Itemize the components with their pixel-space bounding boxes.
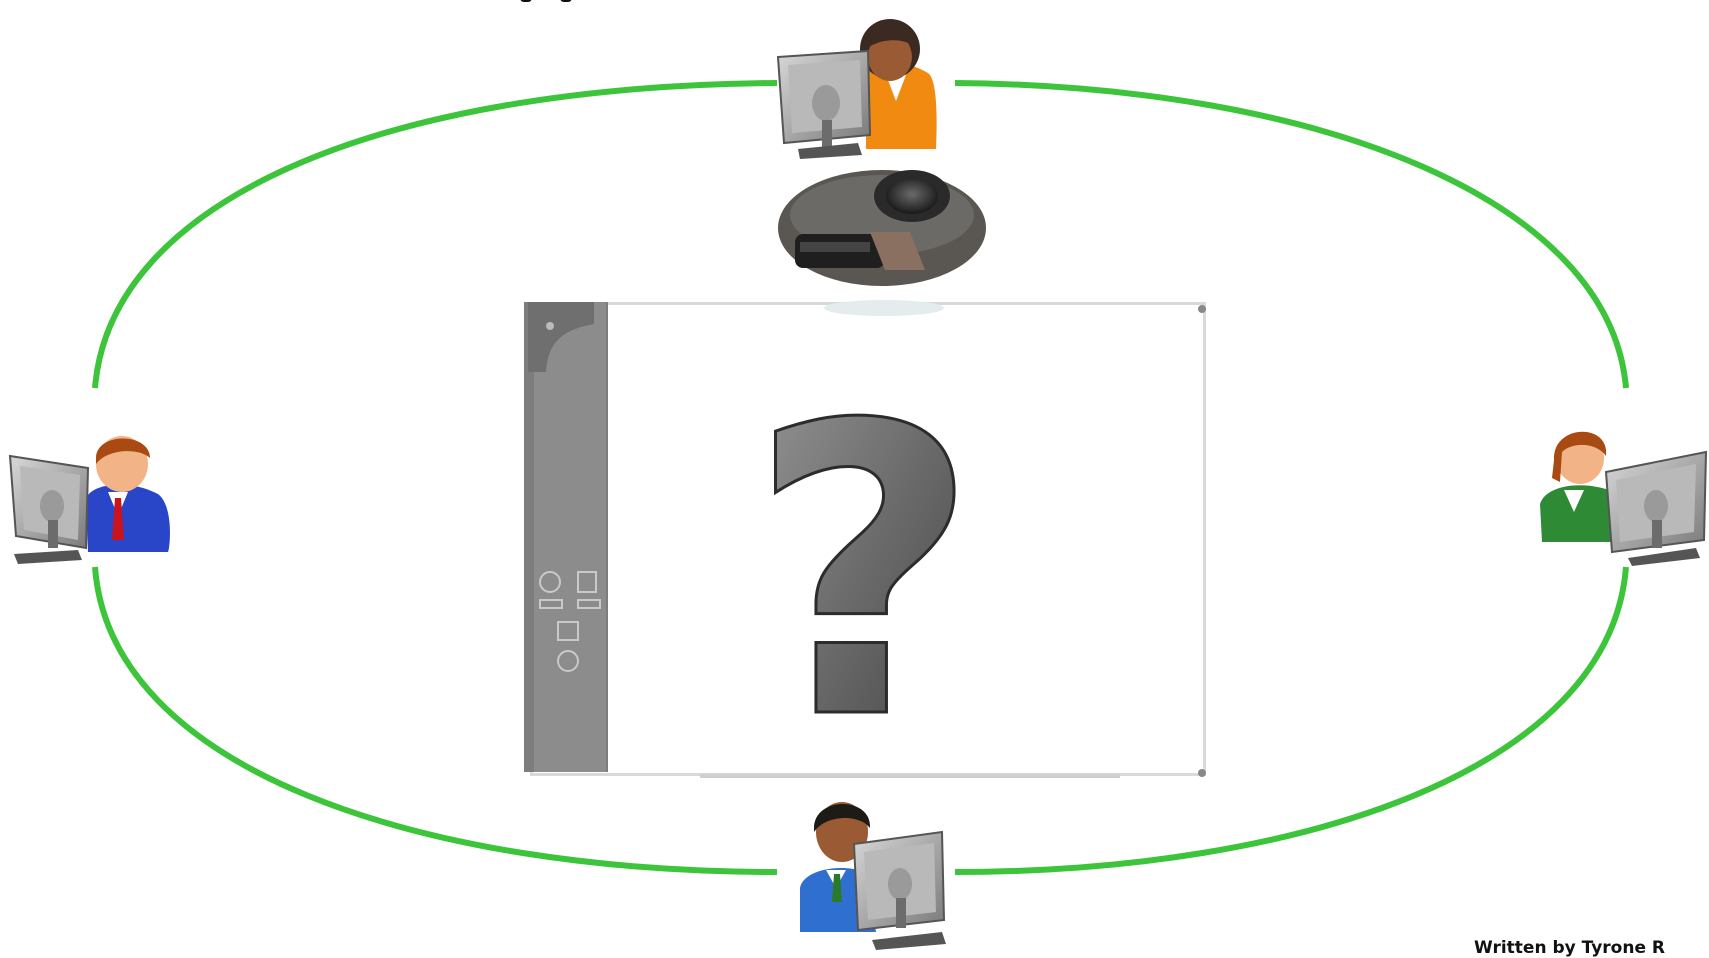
projector-icon [778,170,986,316]
computer-monitor-icon [10,456,88,564]
question-mark-icon: ? [748,342,980,807]
computer-monitor-icon [778,51,870,159]
person-avatar [1540,432,1616,542]
author-credit: Written by Tyrone R [1474,938,1665,958]
person-avatar [860,19,937,149]
computer-monitor-icon [1606,452,1706,566]
participant-right [1540,432,1706,566]
participant-top [778,19,937,159]
participant-bottom [800,802,946,950]
participant-left [10,436,170,564]
person-avatar [86,436,170,552]
computer-monitor-icon [854,832,946,950]
